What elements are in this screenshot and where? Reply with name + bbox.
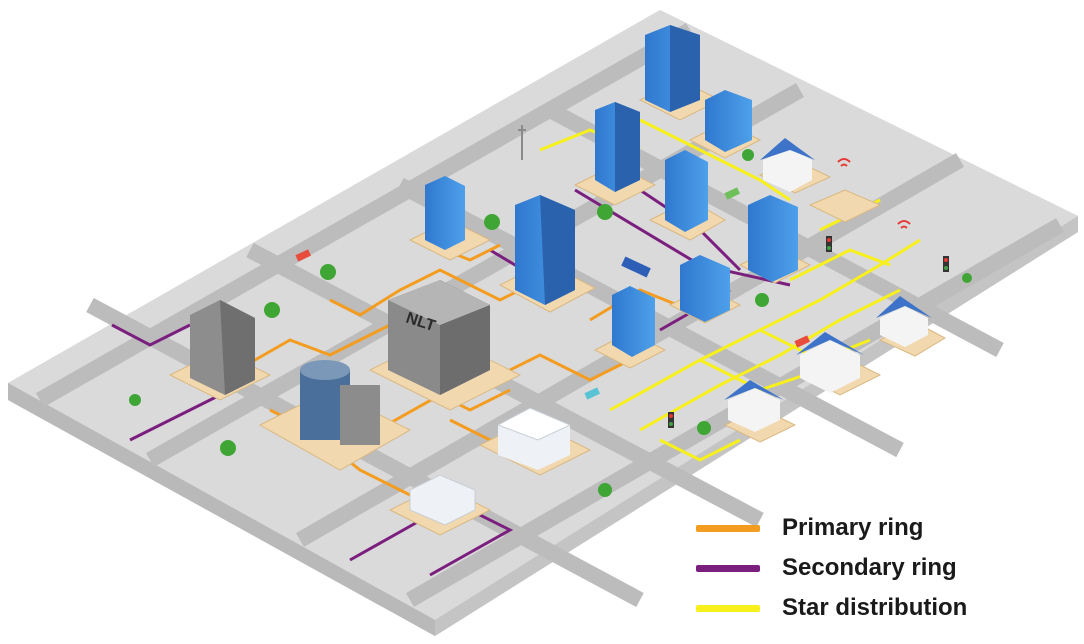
white-low-buildings: [409, 407, 572, 526]
round-glass-building: [300, 360, 380, 445]
primary-ring-swatch: [696, 524, 760, 532]
tower-building: [680, 255, 730, 322]
wifi-icon: [897, 220, 911, 229]
traffic-lights: [668, 236, 949, 428]
legend: Primary ring Secondary ring Star distrib…: [696, 508, 1076, 628]
car-icon: [724, 187, 741, 200]
tree-icon: [962, 273, 972, 283]
car-icon: [794, 335, 811, 348]
house-icon: [724, 380, 784, 432]
secondary-ring-swatch: [696, 564, 760, 572]
tree-icon: [597, 204, 613, 220]
tree-icon: [484, 214, 500, 230]
tree-icon: [129, 394, 141, 406]
grey-office-building: [190, 300, 255, 395]
legend-label: Star distribution: [782, 594, 968, 621]
blue-office-towers: [425, 25, 798, 357]
tower-building: [612, 286, 655, 357]
vehicles: [295, 187, 811, 400]
legend-item-secondary-ring: Secondary ring: [696, 548, 1076, 588]
car-icon: [295, 249, 312, 262]
house-icon: [760, 138, 815, 192]
tower-building: [425, 176, 465, 250]
legend-item-star-distribution: Star distribution: [696, 588, 1076, 628]
tree-icon: [220, 440, 236, 456]
tower-building: [748, 195, 798, 282]
wifi-icon: [837, 158, 851, 167]
tower-building: [595, 102, 640, 192]
tower-building: [515, 195, 575, 305]
car-icon: [584, 387, 601, 400]
bus-icon: [621, 256, 651, 278]
star-distribution-swatch: [696, 604, 760, 612]
nlt-headquarters-building: NLT: [388, 280, 490, 395]
legend-label: Secondary ring: [782, 554, 957, 581]
traffic-light-icon: [943, 256, 949, 272]
legend-item-primary-ring: Primary ring: [696, 508, 1076, 548]
house-icon: [876, 296, 932, 347]
tree-icon: [320, 264, 336, 280]
tree-icon: [264, 302, 280, 318]
tower-building: [665, 150, 708, 232]
wifi-antennas: [837, 158, 911, 229]
houses: [724, 138, 932, 432]
tower-building: [705, 90, 752, 152]
tree-icon: [742, 149, 754, 161]
legend-label: Primary ring: [782, 514, 924, 541]
tree-icon: [598, 483, 612, 497]
traffic-light-icon: [668, 412, 674, 428]
house-icon: [796, 332, 864, 393]
tree-icon: [755, 293, 769, 307]
tree-icon: [697, 421, 711, 435]
tower-building: [645, 25, 700, 112]
cell-mast: [518, 125, 526, 160]
trees: [129, 149, 972, 497]
traffic-light-icon: [826, 236, 832, 252]
